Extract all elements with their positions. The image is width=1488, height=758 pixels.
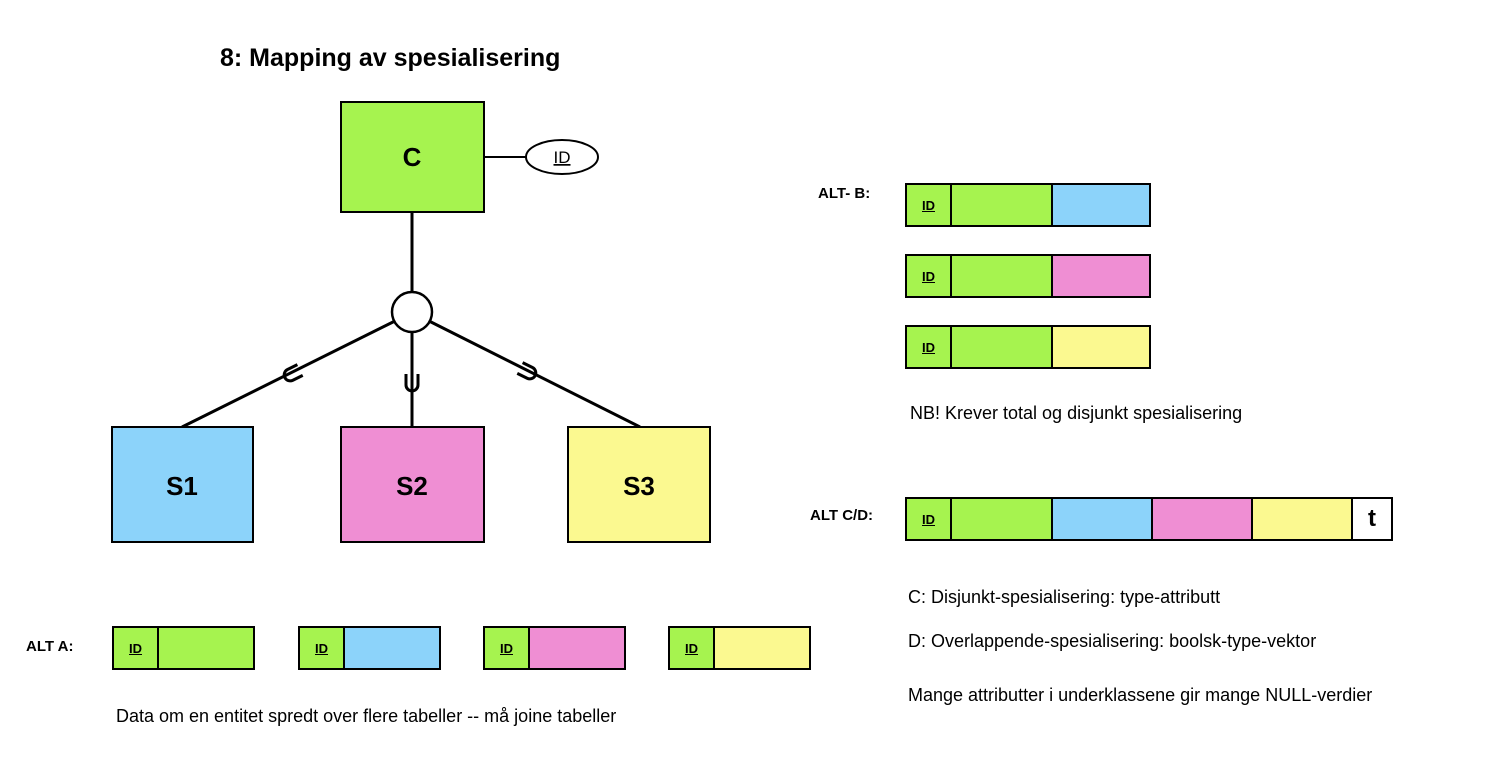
alt-b-note: NB! Krever total og disjunkt spesialiser… <box>910 403 1243 423</box>
alt-a-table-s2: ID <box>483 626 626 670</box>
id-column: ID <box>907 499 950 539</box>
alt-a-label: ALT A: <box>26 638 74 655</box>
alt-a-table-s3: ID <box>668 626 811 670</box>
c-columns <box>157 628 253 668</box>
attribute-id-label: ID <box>554 148 571 167</box>
id-column: ID <box>907 256 950 296</box>
c-columns <box>950 256 1051 296</box>
s1-columns <box>1051 499 1151 539</box>
id-column: ID <box>907 185 950 225</box>
entity-s1-label: S1 <box>166 471 198 501</box>
specialization-circle <box>390 290 434 334</box>
entity-c <box>340 101 485 213</box>
s1-columns <box>1051 185 1149 225</box>
c-columns <box>950 499 1051 539</box>
s3-columns <box>713 628 809 668</box>
id-column: ID <box>670 628 713 668</box>
s3-columns <box>1251 499 1351 539</box>
alt-a-table-s1: ID <box>298 626 441 670</box>
s1-columns <box>343 628 439 668</box>
alt-a-table-c: ID <box>112 626 255 670</box>
circle-s1-line <box>181 319 396 429</box>
entity-c-label: C <box>403 142 422 172</box>
alt-cd-note-null: Mange attributter i underklassene gir ma… <box>908 685 1373 705</box>
alt-a-note: Data om en entitet spredt over flere tab… <box>116 706 617 726</box>
attribute-id <box>525 139 599 175</box>
alt-b-table-1: ID <box>905 183 1151 227</box>
s2-columns <box>528 628 624 668</box>
alt-b-table-3: ID <box>905 325 1151 369</box>
subset-symbol-s1 <box>282 363 304 383</box>
subset-symbol-s3 <box>516 361 538 381</box>
entity-s3 <box>567 426 711 543</box>
page-title: 8: Mapping av spesialisering <box>220 44 561 72</box>
alt-cd-note-d: D: Overlappende-spesialisering: boolsk-t… <box>908 631 1317 651</box>
subset-symbol-s2 <box>404 374 420 393</box>
id-column: ID <box>114 628 157 668</box>
type-column: t <box>1351 499 1391 539</box>
entity-s2 <box>340 426 485 543</box>
s2-columns <box>1151 499 1251 539</box>
id-column: ID <box>907 327 950 367</box>
entity-s2-label: S2 <box>396 471 428 501</box>
c-columns <box>950 185 1051 225</box>
alt-cd-table: ID t <box>905 497 1393 541</box>
alt-cd-label: ALT C/D: <box>810 507 874 524</box>
c-columns <box>950 327 1051 367</box>
id-column: ID <box>485 628 528 668</box>
alt-b-label: ALT- B: <box>818 185 871 202</box>
alt-cd-note-c: C: Disjunkt-spesialisering: type-attribu… <box>908 587 1221 607</box>
s3-columns <box>1051 327 1149 367</box>
id-column: ID <box>300 628 343 668</box>
s2-columns <box>1051 256 1149 296</box>
alt-b-table-2: ID <box>905 254 1151 298</box>
entity-s3-label: S3 <box>623 471 655 501</box>
entity-s1 <box>111 426 254 543</box>
